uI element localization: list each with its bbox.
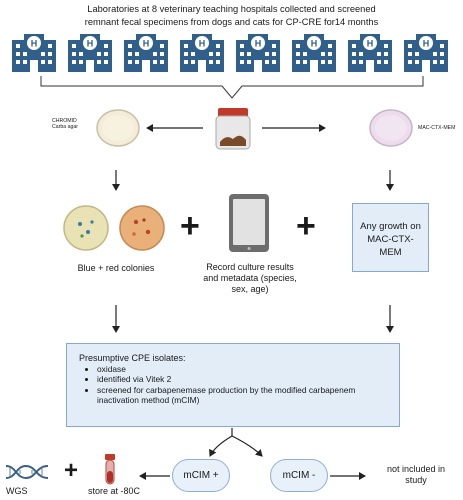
tablet-icon [229,194,269,252]
wgs-label: WGS [6,486,28,496]
growth-box: Any growth on MAC-CTX- MEM [352,203,429,272]
mac-plate-icon [369,109,413,147]
mcim-minus-pill: mCIM - [270,459,328,492]
title-line-1: Laboratories at 8 veterinary teaching ho… [87,4,376,14]
diagram-title: Laboratories at 8 veterinary teaching ho… [20,3,443,29]
growth-line-2: MAC-CTX- [367,234,414,245]
chromid-plate-icon [96,109,140,147]
cpe-list: oxidase identified via Vitek 2 screened … [79,364,391,406]
blue-red-colonies-label: Blue + red colonies [77,263,155,273]
hospitals-bracket [40,76,424,99]
record-line-3: sex, age) [231,284,269,294]
cpe-item: identified via Vitek 2 [97,374,391,384]
plus-sign: + [180,207,200,245]
growth-line-1: Any growth on [360,221,421,232]
cpe-title: Presumptive CPE isolates: [79,353,186,363]
chromid-label-line-2: Carba agar [52,124,78,130]
colony-plates-icon [63,205,165,251]
store-label: store at -80C [88,486,141,496]
plus-sign: + [296,207,316,245]
sample-tube-icon [105,454,115,485]
cpe-item: screened for carbapenemase production by… [97,385,391,406]
plus-sign: + [64,457,79,484]
arrow-to-mcim-minus [231,435,263,457]
not-included-line-2: study [405,475,427,485]
title-line-2: remnant fecal specimens from dogs and ca… [84,17,379,27]
arrow-to-mcim-plus [209,435,233,457]
not-included-label: not included in study [376,464,456,486]
mcim-plus-pill: mCIM + [172,459,230,492]
growth-line-3: MEM [379,247,402,258]
cpe-box: Presumptive CPE isolates: oxidase identi… [66,343,400,427]
chromid-label-line-1: CHROMID [52,118,77,124]
cpe-item: oxidase [97,364,391,374]
not-included-line-1: not included in [386,464,446,474]
record-line-1: Record culture results [206,262,294,272]
chromid-label: CHROMID Carba agar [52,118,78,130]
specimen-jar-icon [215,108,251,150]
record-results-label: Record culture results and metadata (spe… [176,262,324,295]
mac-label: MAC-CTX-MEM [418,125,456,131]
dna-icon [5,464,49,480]
record-line-2: and metadata (species, [203,273,297,283]
